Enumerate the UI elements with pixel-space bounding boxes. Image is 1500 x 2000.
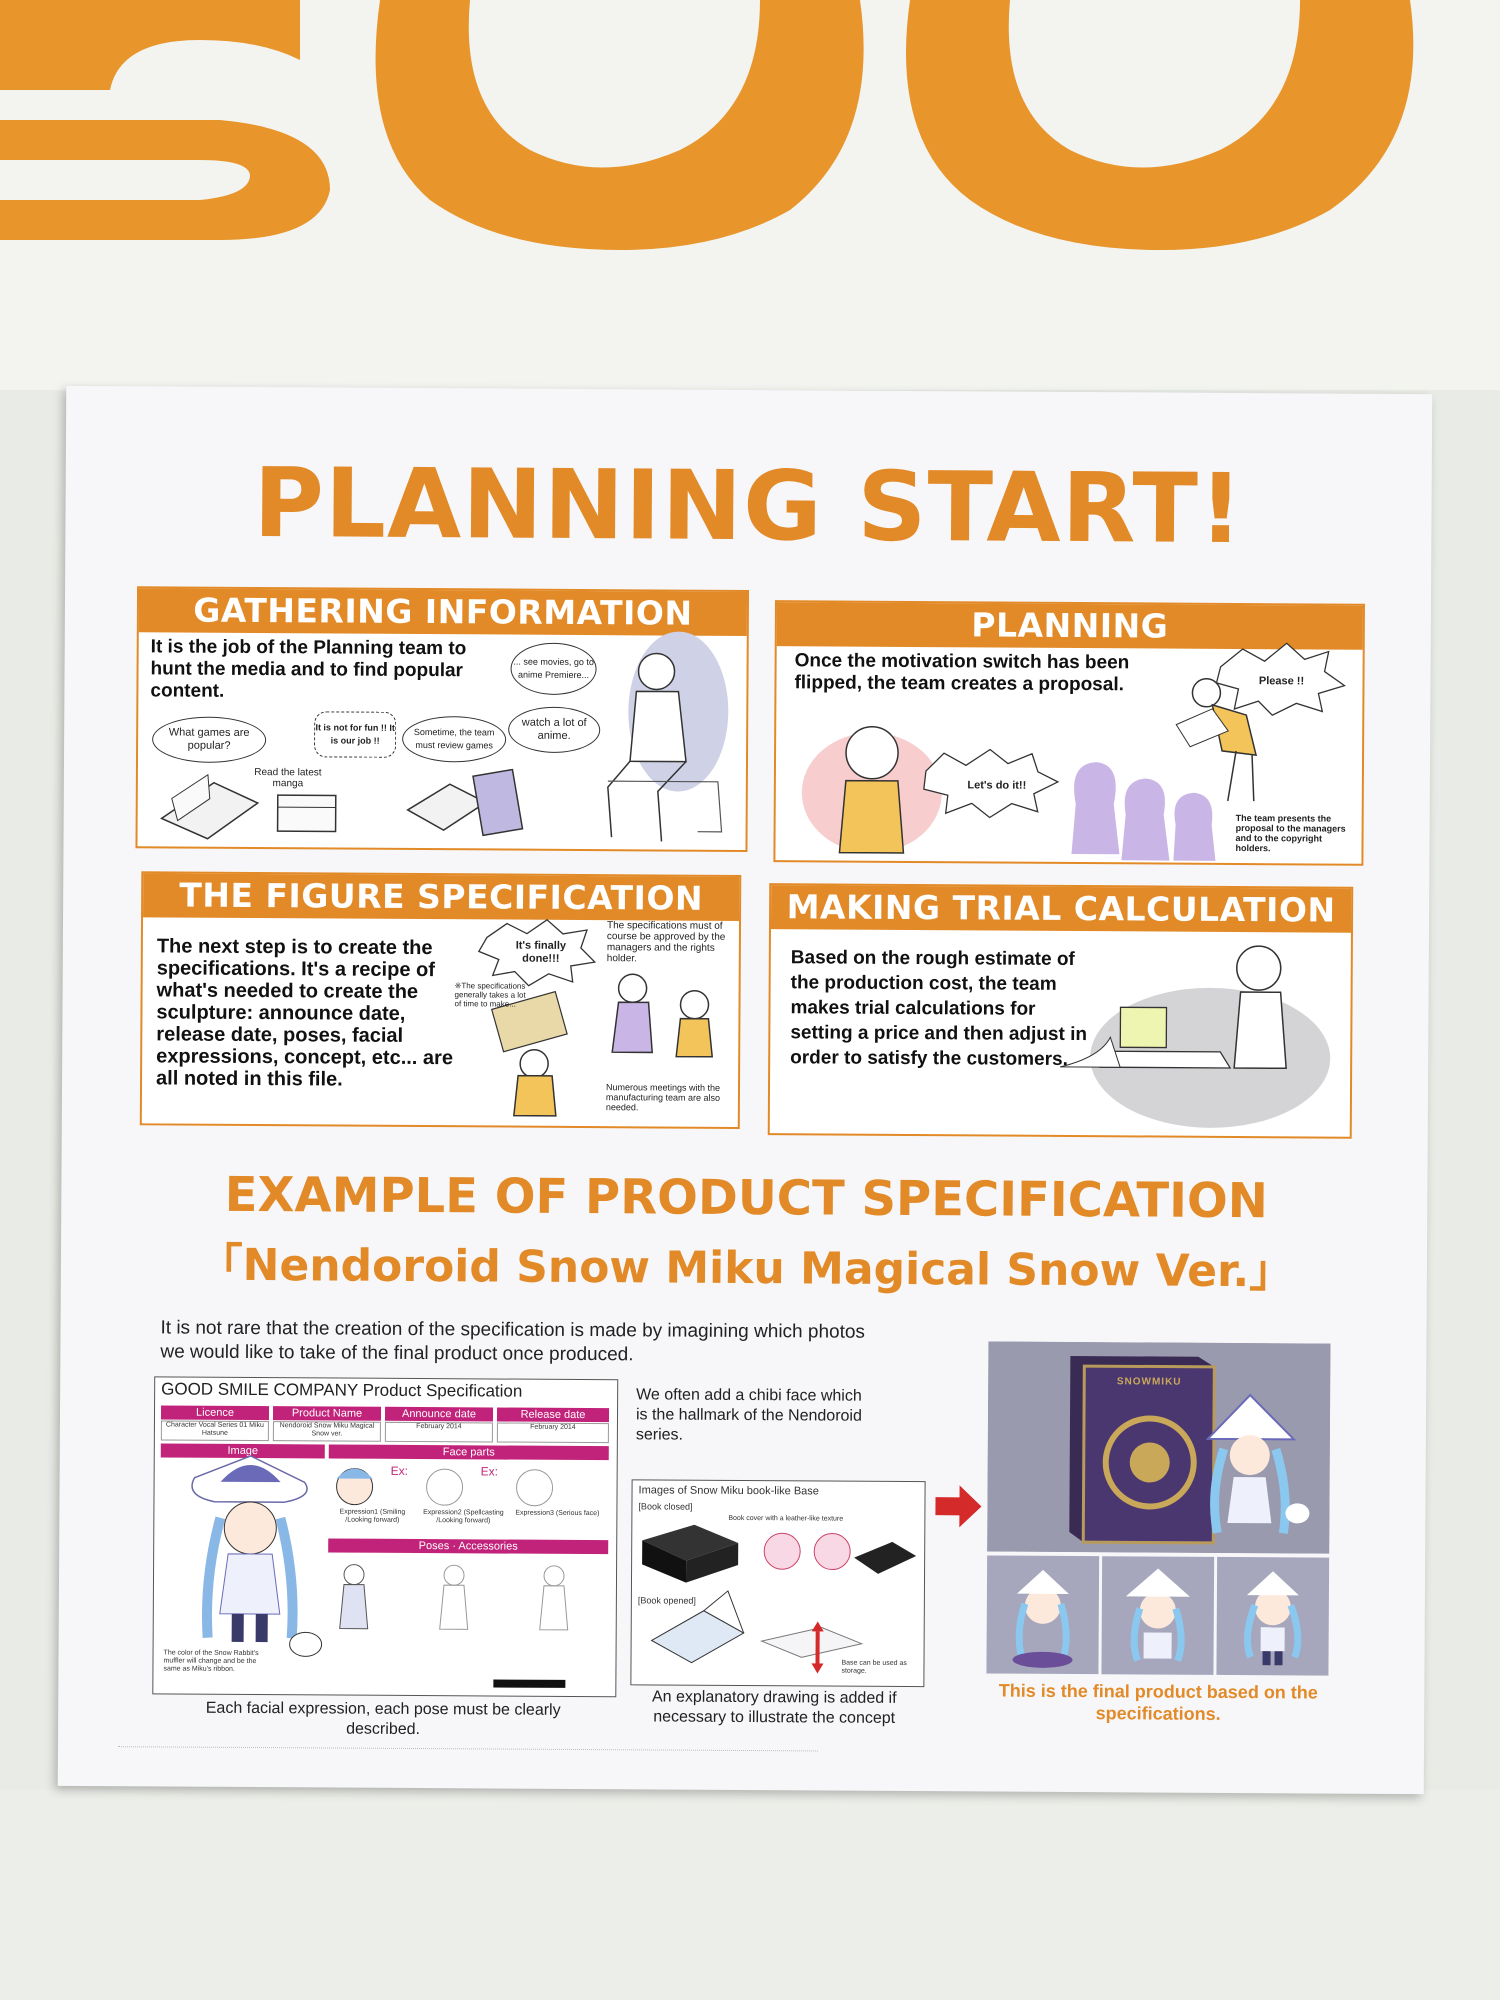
- spec-ex-2: Ex:: [480, 1464, 499, 1479]
- example-intro: It is not rare that the creation of the …: [160, 1317, 866, 1366]
- burst-please: Please !!: [1258, 674, 1305, 687]
- caption-sheet: Each facial expression, each pose must b…: [205, 1699, 561, 1739]
- final-product-art: [987, 1341, 1331, 1554]
- trial-illustration: [1060, 945, 1331, 1128]
- caption-final-product: This is the final product based on the s…: [998, 1680, 1318, 1724]
- thumb-2-art: [1125, 1568, 1190, 1662]
- spec-sheet: GOOD SMILE COMPANY Product Specification…: [152, 1376, 619, 1698]
- spec-ex-1: Ex:: [390, 1463, 409, 1478]
- example-title: EXAMPLE OF PRODUCT SPECIFICATION: [224, 1166, 1269, 1230]
- chibi-note: We often add a chibi face which is the h…: [635, 1386, 862, 1444]
- wall-number-shapes: [0, 0, 1414, 250]
- planning-note: The team presents the proposal to the ma…: [1235, 812, 1346, 854]
- thumb-1-art: [1012, 1569, 1073, 1668]
- spec-poses-label: Poses · Accessories: [328, 1538, 609, 1555]
- wall-lower: [0, 1790, 1500, 2000]
- spec-sheet-artwork: [191, 1455, 569, 1688]
- panel-trial: MAKING TRIAL CALCULATION Based on the ro…: [767, 883, 1354, 1139]
- figure-time-note: ※The specifications generally takes a lo…: [454, 981, 526, 1009]
- final-product-thumb-1: [986, 1555, 1100, 1675]
- figure-meetings-note: Numerous meetings with the manufacturing…: [605, 1082, 721, 1113]
- caption-base: An explanatory drawing is added if neces…: [651, 1688, 897, 1727]
- spec-expression-2: Expression2 (Spellcasting /Looking forwa…: [423, 1509, 504, 1525]
- panel-figure: THE FIGURE SPECIFICATION The next step i…: [139, 871, 742, 1129]
- example-subtitle: 「Nendoroid Snow Miku Magical Snow Ver.」: [198, 1239, 1294, 1298]
- final-product-photo: SNOWMIKU: [987, 1341, 1331, 1554]
- book-label: SNOWMIKU: [1116, 1376, 1182, 1388]
- base-drawing: Images of Snow Miku book-like Base [Book…: [630, 1479, 926, 1688]
- thumb-3-art: [1243, 1571, 1302, 1666]
- headline: PLANNING START!: [253, 446, 1244, 566]
- spec-expression-1: Expression1 (Smiling /Looking forward): [339, 1508, 406, 1524]
- final-product-thumb-3: [1216, 1556, 1330, 1676]
- gathering-illustration: [160, 631, 729, 842]
- panel-gathering: GATHERING INFORMATION It is the job of t…: [135, 586, 750, 853]
- burst-lets-do-it: Let's do it!!: [967, 778, 1027, 792]
- spec-rabbit-note: The color of the Snow Rabbit's muffler w…: [163, 1649, 259, 1673]
- final-product-thumb-2: [1101, 1556, 1215, 1675]
- spec-expression-3: Expression3 (Serious face): [515, 1509, 600, 1518]
- figure-illustration: [477, 918, 714, 1117]
- red-arrow: [935, 1485, 982, 1528]
- fine-print: [117, 1746, 818, 1760]
- panel-planning: PLANNING Once the motivation switch has …: [773, 600, 1365, 866]
- figure-approved-note: The specifications must of course be app…: [606, 920, 726, 965]
- planning-illustration: [801, 642, 1346, 861]
- info-board: PLANNING START! GATHERING INFORMATION It…: [57, 385, 1433, 1795]
- burst-done: It's finally done!!!: [515, 939, 567, 965]
- wall-number-graphic: 500: [0, 0, 1500, 250]
- base-drawing-art: [642, 1524, 917, 1674]
